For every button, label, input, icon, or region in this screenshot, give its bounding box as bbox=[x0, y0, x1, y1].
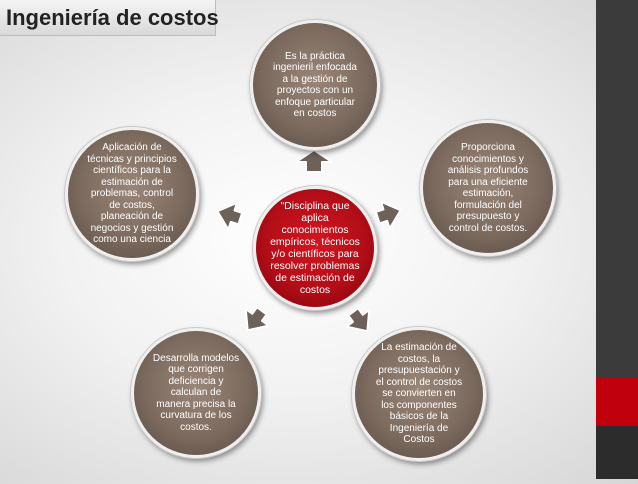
node-bottom-left: Desarrolla modelos que corrigen deficien… bbox=[131, 328, 261, 458]
node-bottom-right-text: La estimación de costos, la presupuestac… bbox=[375, 342, 463, 446]
slide-title: Ingeniería de costos bbox=[0, 0, 219, 36]
sidebar-accent-red bbox=[596, 378, 638, 426]
arrow-to-right-icon bbox=[374, 200, 402, 230]
sidebar-accent-dark bbox=[596, 426, 638, 479]
node-left: Aplicación de técnicas y principios cien… bbox=[65, 127, 199, 261]
arrow-to-left-icon bbox=[216, 201, 244, 231]
node-center: "Disciplina que aplica conocimientos emp… bbox=[253, 186, 377, 310]
right-sidebar bbox=[596, 0, 638, 479]
arrow-to-bottom-left-icon bbox=[244, 306, 270, 332]
arrow-to-bottom-right-icon bbox=[345, 307, 371, 333]
node-center-text: "Disciplina que aplica conocimientos emp… bbox=[270, 199, 360, 297]
arrow-to-top-icon bbox=[295, 149, 333, 173]
node-right: Proporciona conocimientos y análisis pro… bbox=[420, 120, 556, 256]
node-left-text: Aplicación de técnicas y principios cien… bbox=[87, 142, 177, 246]
node-right-text: Proporciona conocimientos y análisis pro… bbox=[447, 142, 529, 234]
node-top: Es la práctica ingenieril enfocada a la … bbox=[250, 20, 380, 150]
node-top-text: Es la práctica ingenieril enfocada a la … bbox=[273, 50, 357, 120]
node-bottom-left-text: Desarrolla modelos que corrigen deficien… bbox=[152, 352, 240, 433]
node-bottom-right: La estimación de costos, la presupuestac… bbox=[352, 327, 486, 461]
